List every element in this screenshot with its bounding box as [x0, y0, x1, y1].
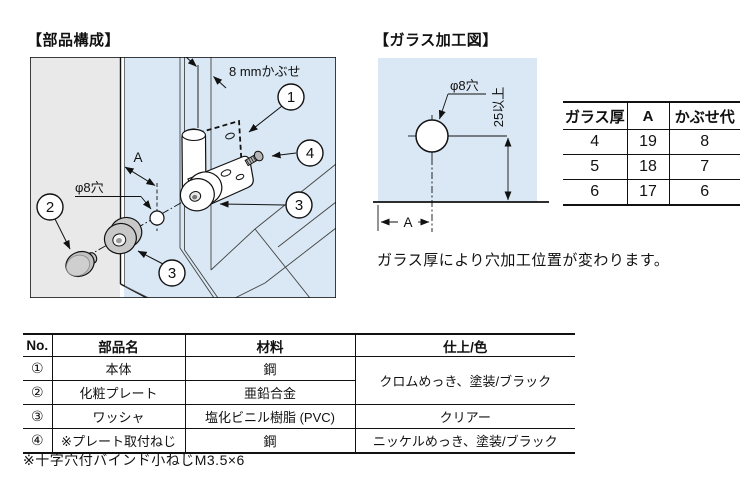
callout-circle-3-lower	[158, 259, 186, 287]
cell-no: ④	[23, 428, 53, 453]
callout-number-3-lower: 3	[168, 265, 176, 282]
cell-a: 18	[627, 154, 670, 180]
cell-material: 鋼	[185, 428, 356, 453]
callout-leaders	[54, 105, 297, 265]
col-header-finish: 仕上/色	[355, 334, 575, 357]
cell-finish: クリアー	[355, 404, 575, 429]
drill-hole-label: φ8穴	[450, 78, 479, 93]
min-height-dimension: 25以上	[491, 87, 512, 201]
hole-callout: φ8穴	[75, 180, 152, 210]
min-height-label: 25以上	[491, 87, 506, 127]
callout-circle-1	[277, 83, 305, 111]
washer-upper	[179, 171, 223, 212]
parts-composition-diagram: 8 mmかぶせ A φ8穴	[30, 57, 336, 298]
callout-circle-2	[36, 193, 64, 221]
cell-finish-merged: クロムめっき、塗装/ブラック	[355, 356, 575, 405]
col-header-glass-thickness: ガラス厚	[563, 102, 628, 130]
cell-name: ワッシャ	[52, 404, 186, 429]
cell-material: 亜鉛合金	[185, 380, 356, 405]
table-row: ③ ワッシャ 塩化ビニル樹脂 (PVC) クリアー	[23, 404, 575, 429]
cell-a: 17	[627, 179, 670, 205]
cell-overlay: 8	[669, 129, 740, 155]
a-edge-dimension: A	[377, 205, 430, 231]
overlay-dimension: 8 mmかぶせ	[185, 57, 301, 128]
col-header-name: 部品名	[52, 334, 186, 357]
parts-section-title: 【部品構成】	[27, 32, 121, 49]
a-dimension-label: A	[133, 150, 142, 165]
glass-section-title: 【ガラス加工図】	[374, 32, 498, 49]
cell-material: 塩化ビニル樹脂 (PVC)	[185, 404, 356, 429]
col-header-no: No.	[23, 334, 53, 357]
col-header-overlay: かぶせ代	[669, 102, 740, 130]
cell-name: 本体	[52, 356, 186, 381]
cell-material: 鋼	[185, 356, 356, 381]
decorative-cap	[65, 250, 98, 278]
callout-circle-3-right	[285, 191, 313, 219]
assembly-axis-line	[85, 191, 201, 258]
cell-no: ③	[23, 404, 53, 429]
cell-thickness: 5	[563, 154, 628, 180]
cell-no: ①	[23, 356, 53, 381]
col-header-a: A	[627, 102, 670, 130]
table-row: ④ ※プレート取付ねじ 鋼 ニッケルめっき、塗装/ブラック	[23, 428, 575, 453]
hole-label: φ8穴	[75, 180, 104, 195]
cell-overlay: 6	[700, 183, 710, 200]
glass-machining-diagram: φ8穴 25以上 A	[373, 58, 549, 232]
callout-number-4: 4	[306, 145, 314, 162]
callout-circle-4	[296, 139, 324, 167]
cell-overlay: 7	[669, 154, 740, 180]
cell-thickness: 4	[563, 129, 628, 155]
a-edge-label: A	[403, 215, 412, 230]
overlay-dimension-label: 8 mmかぶせ	[229, 64, 301, 79]
glass-note: ガラス厚により穴加工位置が変わります。	[377, 252, 670, 269]
drill-hole-callout: φ8穴	[438, 78, 486, 120]
drill-hole	[415, 119, 449, 153]
callout-number-1: 1	[287, 89, 295, 106]
cell-no: ②	[23, 380, 53, 405]
callout-number-3-right: 3	[295, 197, 303, 214]
cell-a: 19	[627, 129, 670, 155]
table-row: 6 17 6	[563, 179, 740, 205]
col-header-material: 材料	[185, 334, 356, 357]
cell-thickness: 6	[563, 179, 628, 205]
cell-finish: ニッケルめっき、塗装/ブラック	[372, 434, 558, 449]
callout-number-2: 2	[46, 199, 54, 216]
table-row: ① 本体 鋼 クロムめっき、塗装/ブラック	[23, 356, 575, 405]
thickness-table-header-row: ガラス厚 A かぶせ代	[563, 102, 740, 130]
table-row: ② 化粧プレート 亜鉛合金	[23, 380, 575, 405]
screw-footnote: ※十字穴付バインド小ねじM3.5×6	[23, 452, 245, 468]
glass-hole	[149, 210, 165, 226]
callout-balloons: 1 4 3 3 2	[36, 83, 324, 287]
table-row: 4 19 8	[563, 129, 740, 155]
parts-table-header-row: No. 部品名 材料 仕上/色	[23, 334, 575, 357]
thickness-table: ガラス厚 A かぶせ代 4 19 8 5 18 7 6 17 6	[563, 101, 740, 206]
door-edge-lines	[179, 57, 336, 298]
cell-name: 化粧プレート	[52, 380, 186, 405]
washer-lower	[103, 216, 143, 255]
parts-table: No. 部品名 材料 仕上/色 ① 本体 鋼 クロムめっき、塗装/ブラック ② …	[23, 333, 575, 454]
mounting-screw	[244, 150, 264, 167]
cell-name: ※プレート取付ねじ	[52, 428, 186, 453]
table-row: 5 18 7	[563, 154, 740, 180]
